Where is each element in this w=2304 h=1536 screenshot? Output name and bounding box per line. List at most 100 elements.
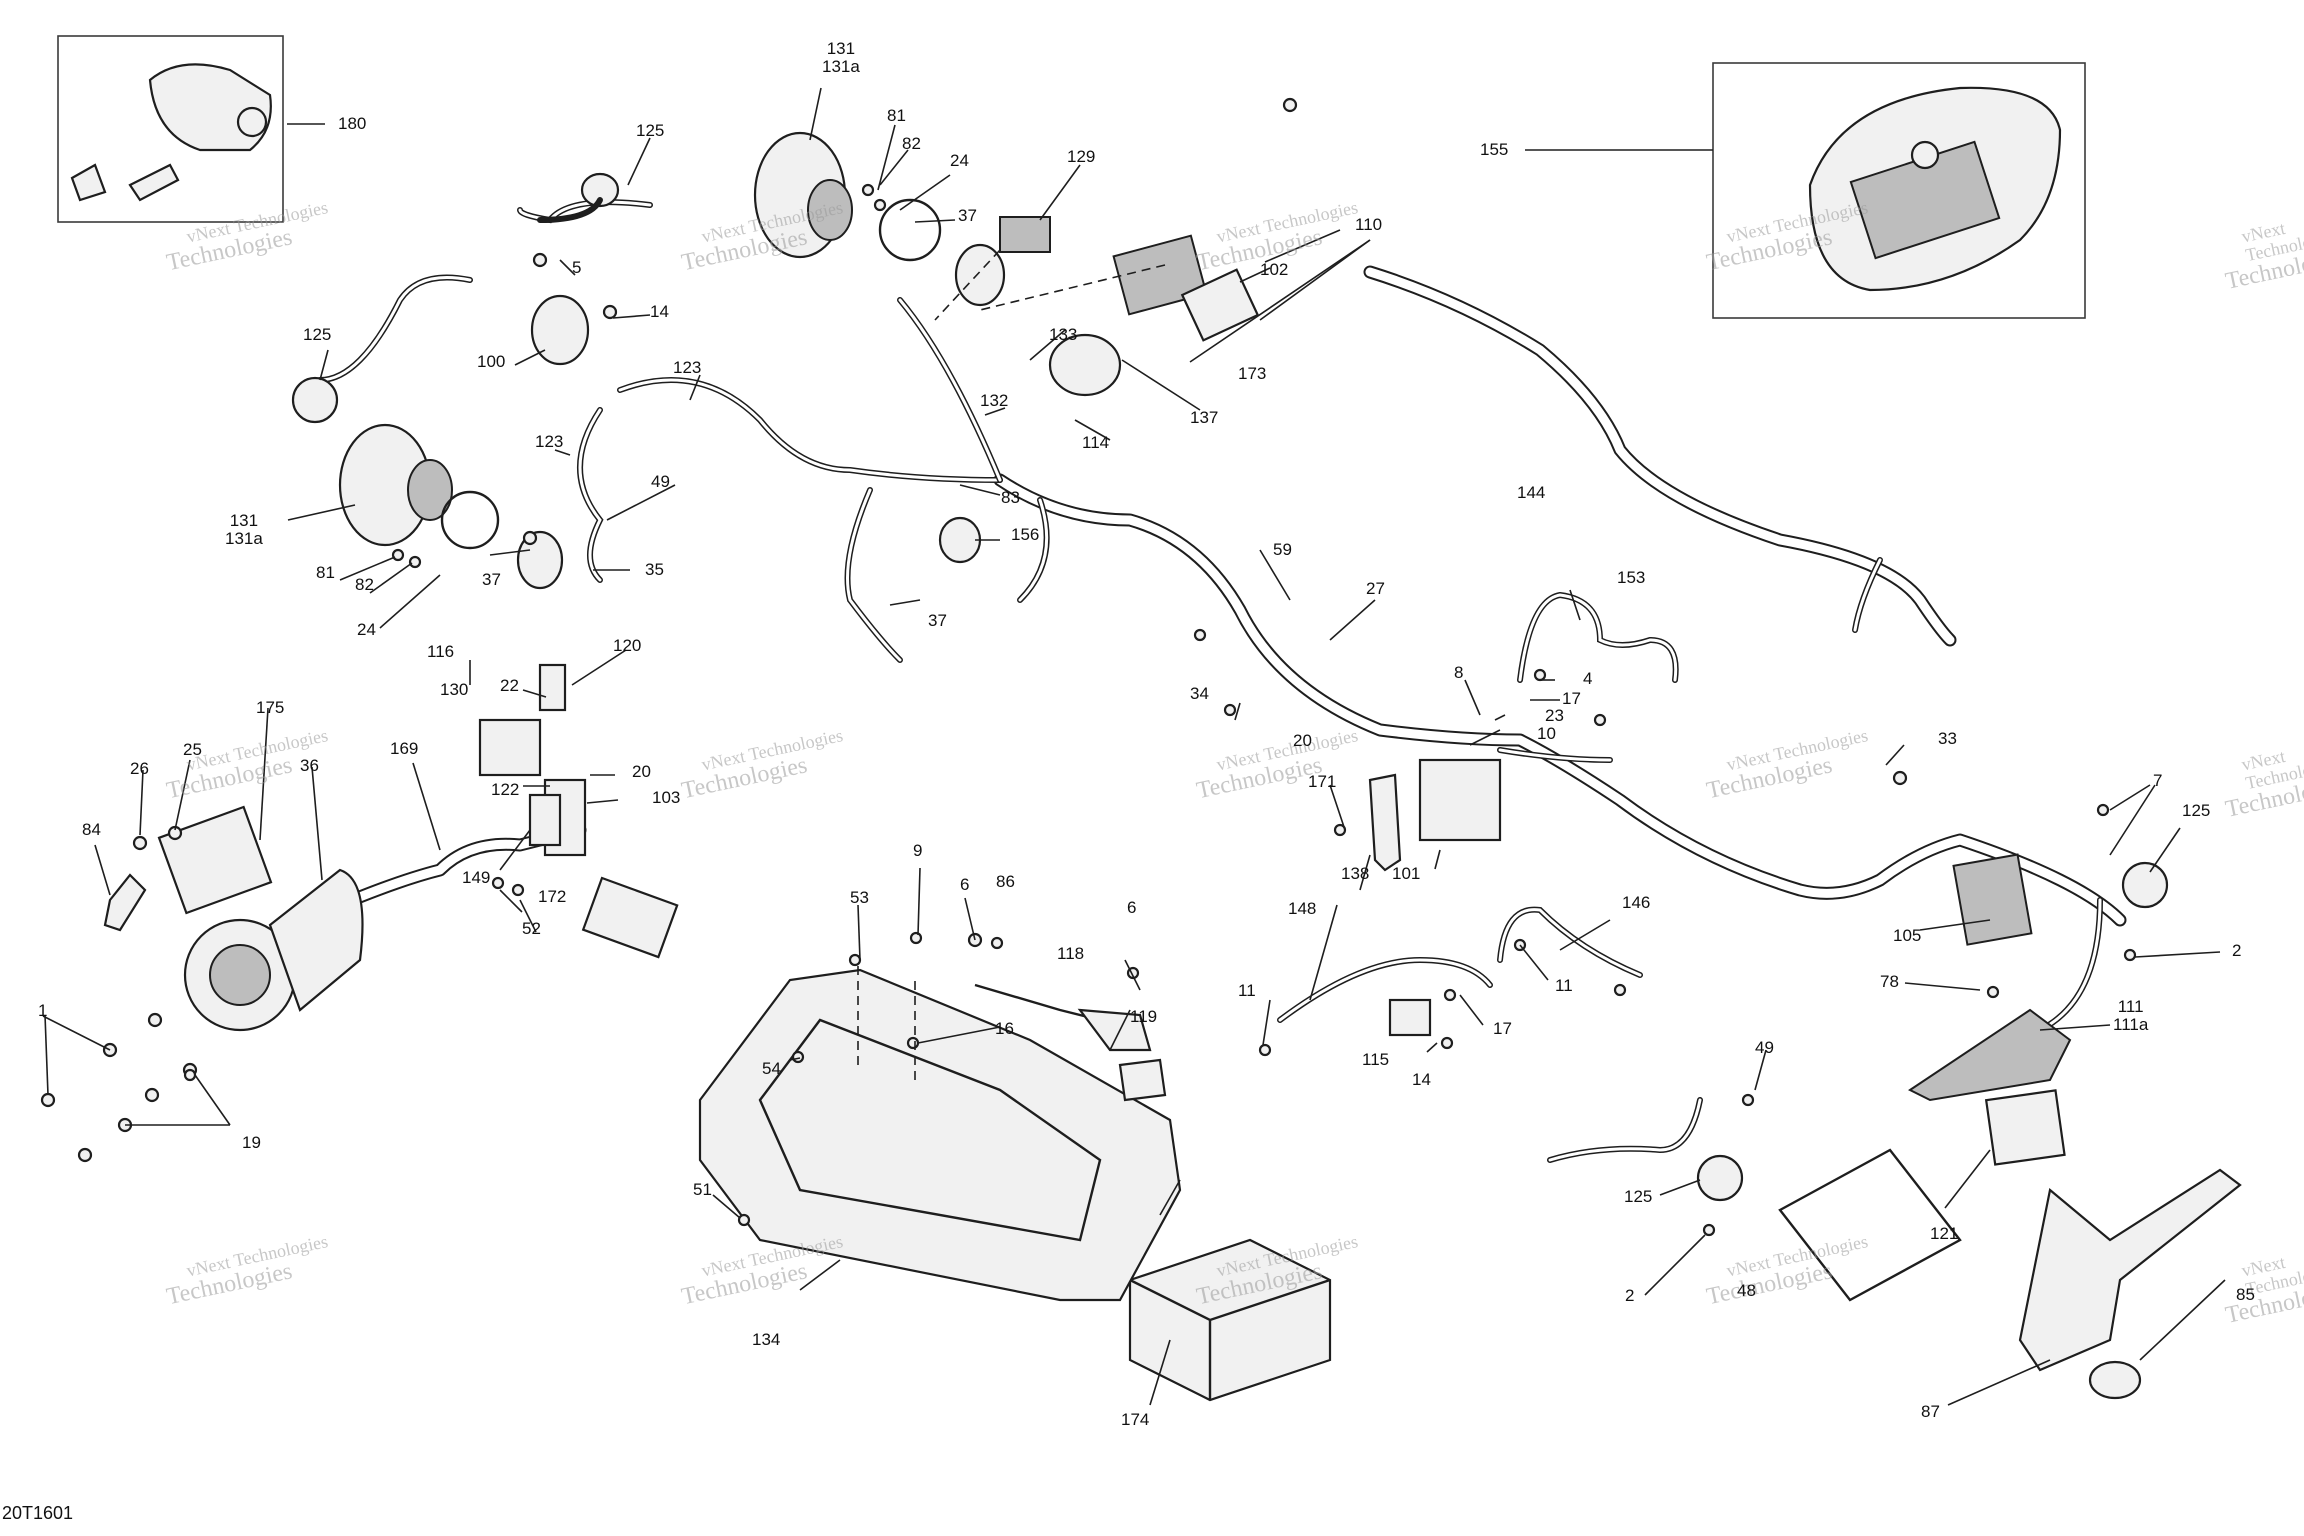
callout-110: 110 [1355, 215, 1383, 234]
callout-17-top: 17 [1562, 689, 1581, 708]
callout-169: 169 [390, 739, 419, 758]
callout-11-right: 11 [1555, 976, 1573, 995]
callout-123-left: 123 [535, 432, 564, 451]
callout-125-right: 125 [2182, 801, 2211, 820]
light-125-right [2121, 861, 2169, 909]
bracket-84 [103, 873, 147, 932]
callout-37-left: 37 [482, 570, 501, 589]
callout-19: 19 [242, 1133, 261, 1152]
callout-121: 121 [1930, 1224, 1959, 1243]
fasteners [40, 97, 2137, 1237]
callout-171: 171 [1308, 772, 1337, 791]
callout-37-top: 37 [958, 206, 977, 225]
callout-131a: 131a [822, 56, 860, 76]
callout-174: 174 [1121, 1410, 1150, 1429]
callout-85: 85 [2236, 1285, 2255, 1304]
callout-125-top: 125 [636, 121, 665, 140]
cap-85 [2088, 1360, 2142, 1400]
light-125-top [537, 172, 620, 223]
callout-24-left: 24 [357, 620, 376, 639]
callout-155: 155 [1480, 140, 1509, 159]
fuse-box-part [1808, 86, 2062, 292]
callout-8: 8 [1454, 663, 1464, 682]
figure-code: 20T1601 [2, 1503, 74, 1523]
callout-137: 137 [1190, 408, 1219, 427]
callout-4: 4 [1583, 669, 1593, 688]
main-wiring-harness [577, 297, 2127, 1033]
callout-146: 146 [1622, 893, 1651, 912]
callout-49-top: 49 [651, 472, 670, 491]
callout-11-left: 11 [1238, 981, 1256, 1000]
relay-119 [1118, 1058, 1167, 1102]
callout-175: 175 [256, 698, 285, 717]
inset-box-fuse-box [1712, 62, 2086, 319]
rear-harness-144 [1363, 265, 1957, 647]
callout-115: 115 [1362, 1050, 1390, 1069]
callout-120: 120 [613, 636, 642, 655]
callout-133: 133 [1049, 325, 1078, 344]
callout-172: 172 [538, 887, 567, 906]
relay-129 [999, 216, 1051, 253]
module-111 [1908, 1008, 2072, 1102]
headlight-131-top [753, 131, 1006, 307]
callout-48: 48 [1737, 1281, 1756, 1300]
clamp-118 [974, 983, 1152, 1052]
cable-125-top [317, 274, 473, 383]
bracket-138 [1368, 773, 1402, 872]
callout-100: 100 [477, 352, 506, 371]
callout-173: 173 [1238, 364, 1267, 383]
cable-48 [1547, 1097, 1703, 1163]
callout-83: 83 [1001, 488, 1020, 507]
light-125-bottom [1696, 1154, 1744, 1202]
callout-116: 116 [427, 642, 455, 661]
callout-7: 7 [2153, 771, 2163, 790]
callout-35: 35 [645, 560, 664, 579]
callout-49-bottom: 49 [1755, 1038, 1774, 1057]
callout-14-top: 14 [650, 302, 669, 321]
callout-51: 51 [693, 1180, 712, 1199]
callout-37-bottom: 37 [928, 611, 947, 630]
callout-123-top: 123 [673, 358, 702, 377]
callout-2-right: 2 [2232, 941, 2242, 960]
connector-box-101 [1418, 758, 1502, 842]
dashed-assembly-lines [857, 249, 1166, 1080]
callout-25: 25 [183, 740, 202, 759]
callout-36: 36 [300, 756, 319, 775]
callout-134: 134 [752, 1330, 781, 1349]
callout-102: 102 [1260, 260, 1289, 279]
headlight-detail-part [70, 63, 272, 202]
callout-17-bottom: 17 [1493, 1019, 1512, 1038]
cover-121 [1984, 1089, 2066, 1166]
cover-173 [1180, 268, 1260, 342]
callout-125-bottom: 125 [1624, 1187, 1653, 1206]
callout-81-left: 81 [316, 563, 335, 582]
callout-6-left: 6 [960, 875, 970, 894]
callout-52: 52 [522, 919, 541, 938]
callout-153: 153 [1617, 568, 1646, 587]
callout-138: 138 [1341, 864, 1370, 883]
battery-tray-134 [698, 968, 1182, 1302]
callout-20-center: 20 [1293, 731, 1312, 750]
callout-16: 16 [995, 1019, 1014, 1038]
callout-149: 149 [462, 868, 491, 887]
callout-33: 33 [1938, 729, 1957, 748]
callout-156: 156 [1011, 525, 1040, 544]
callout-78: 78 [1880, 972, 1899, 991]
cable-153 [1517, 591, 1679, 683]
callout-131a-b: 131a [225, 528, 263, 548]
module-105 [1952, 853, 2033, 946]
callout-130: 130 [440, 680, 469, 699]
callout-119: 119 [1130, 1007, 1158, 1026]
connector-cover-172 [528, 793, 562, 847]
callout-1: 1 [38, 1001, 48, 1020]
callout-129: 129 [1067, 147, 1096, 166]
cable-148 [1277, 956, 1493, 1023]
module-137 [1048, 333, 1122, 397]
callout-118: 118 [1057, 944, 1085, 963]
callout-14-bottom: 14 [1412, 1070, 1431, 1089]
ignition-156 [938, 516, 982, 564]
callout-125-left: 125 [303, 325, 332, 344]
